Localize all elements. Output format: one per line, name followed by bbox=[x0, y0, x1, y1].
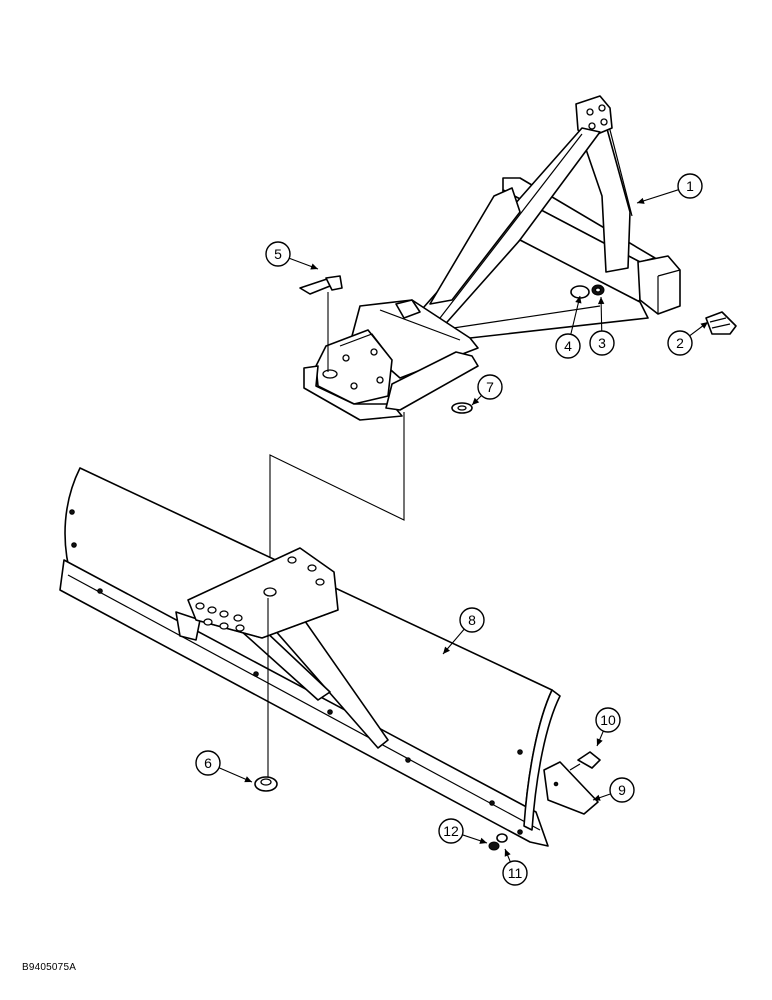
callout-label: 5 bbox=[274, 246, 282, 262]
arrow-head bbox=[310, 263, 318, 270]
callout-label: 6 bbox=[204, 755, 212, 771]
callout-label: 2 bbox=[676, 335, 684, 351]
callout-circle bbox=[595, 707, 621, 733]
callout-5: 5 bbox=[265, 241, 319, 270]
callout-circle bbox=[589, 330, 615, 356]
arrow-head bbox=[597, 297, 605, 305]
end-bit bbox=[543, 761, 599, 815]
main-frame bbox=[303, 95, 681, 421]
callout-6: 6 bbox=[195, 750, 253, 783]
callout-circle bbox=[438, 818, 464, 844]
callout-2: 2 bbox=[667, 321, 709, 356]
washer bbox=[254, 776, 278, 792]
callout-circle bbox=[555, 333, 581, 359]
assembly-line bbox=[269, 412, 405, 560]
callout-label: 8 bbox=[468, 612, 476, 628]
callout-label: 1 bbox=[686, 178, 694, 194]
callout-circle bbox=[195, 750, 221, 776]
callout-4: 4 bbox=[555, 295, 582, 359]
arrow-head bbox=[575, 296, 582, 304]
leader-line bbox=[636, 189, 679, 204]
lock-pin bbox=[299, 275, 343, 372]
arrow-head bbox=[593, 794, 601, 801]
callout-circle bbox=[477, 374, 503, 400]
arrow-head bbox=[479, 837, 487, 844]
nut-and-washer bbox=[488, 833, 508, 851]
callout-12: 12 bbox=[438, 818, 488, 844]
arrow-head bbox=[443, 646, 450, 654]
arrow-head bbox=[472, 397, 480, 405]
callout-3: 3 bbox=[589, 296, 615, 356]
arrow-head bbox=[504, 849, 511, 857]
callout-9: 9 bbox=[592, 777, 635, 803]
blade bbox=[59, 467, 561, 847]
callout-label: 7 bbox=[486, 379, 494, 395]
callout-label: 3 bbox=[598, 335, 606, 351]
arrow-head bbox=[244, 776, 252, 783]
arrow-head bbox=[637, 197, 645, 204]
callout-circle bbox=[459, 607, 485, 633]
callout-label: 10 bbox=[600, 712, 616, 728]
arrow-head bbox=[596, 738, 603, 746]
bolt bbox=[569, 751, 601, 771]
callout-label: 9 bbox=[618, 782, 626, 798]
callout-label: 4 bbox=[564, 338, 572, 354]
callout-circle bbox=[677, 173, 703, 199]
callout-label: 11 bbox=[508, 865, 523, 881]
callout-11: 11 bbox=[502, 848, 528, 886]
callout-8: 8 bbox=[442, 607, 485, 655]
pin bbox=[705, 311, 737, 335]
callout-1: 1 bbox=[636, 173, 703, 204]
clip bbox=[451, 402, 473, 414]
callout-circle bbox=[265, 241, 291, 267]
drawing-number: B9405075A bbox=[22, 962, 77, 973]
callout-circle bbox=[609, 777, 635, 803]
callout-label: 12 bbox=[443, 823, 459, 839]
callout-7: 7 bbox=[471, 374, 503, 406]
callout-10: 10 bbox=[595, 707, 621, 747]
arrow-head bbox=[700, 322, 708, 329]
callout-circle bbox=[502, 860, 528, 886]
callout-circle bbox=[667, 330, 693, 356]
